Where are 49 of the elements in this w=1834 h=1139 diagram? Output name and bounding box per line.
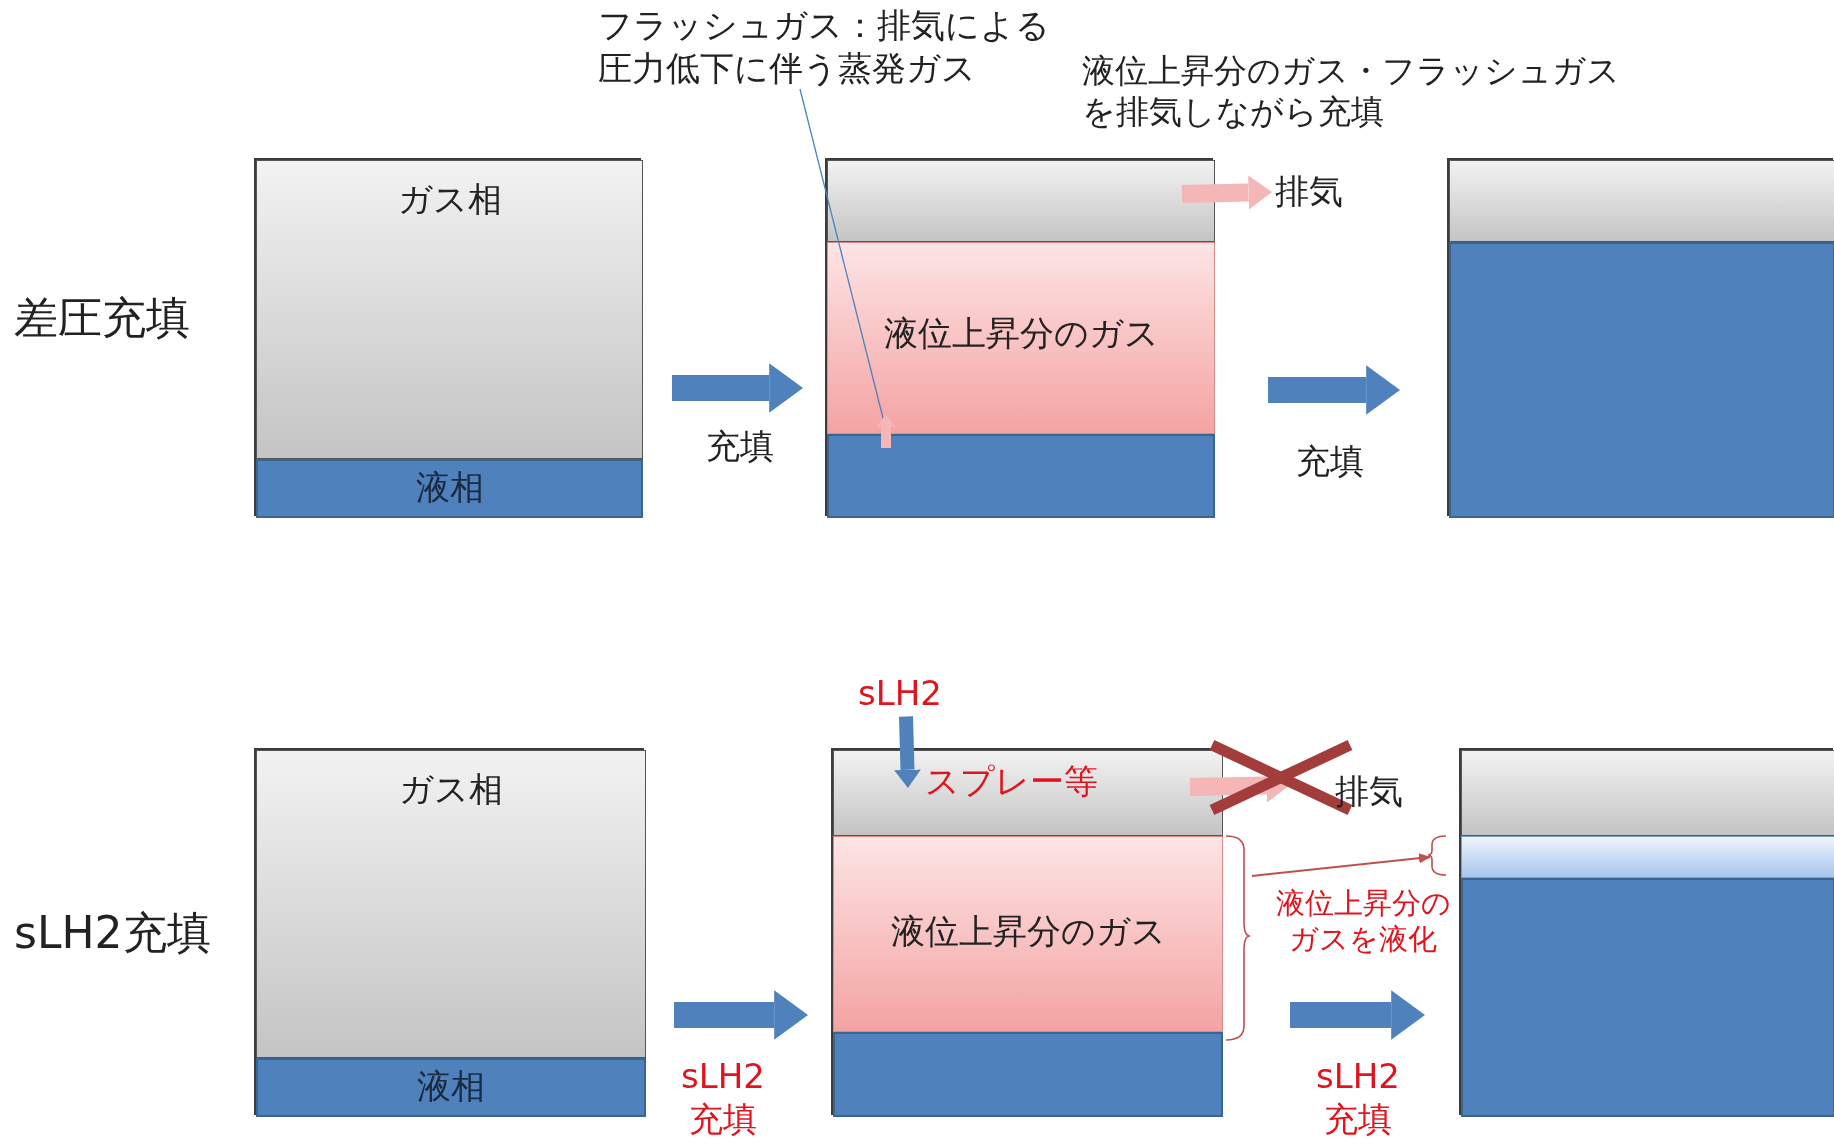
arrow [1251, 853, 1431, 877]
tank-outline [831, 748, 1221, 1115]
layer-label: 液相 [416, 1066, 486, 1107]
gas-layer [833, 750, 1223, 836]
block-arrow [1268, 365, 1400, 415]
block-arrow [672, 363, 803, 413]
block-arrow [674, 990, 808, 1040]
annotation-text: 排気 [1275, 170, 1343, 213]
annotation-text: フラッシュガス：排気による圧力低下に伴う蒸発ガス [598, 4, 1068, 89]
block-arrow [894, 716, 921, 788]
gas-layer [256, 750, 646, 1058]
liquid-layer [833, 1032, 1223, 1117]
gas-layer [256, 160, 643, 459]
leader-line [799, 88, 884, 419]
gas-layer [1449, 160, 1834, 242]
block-arrow [876, 414, 896, 448]
liquefied-layer [1461, 836, 1834, 878]
gas-layer [827, 160, 1215, 242]
gas-layer [1461, 750, 1834, 836]
annotation-text: 液位上昇分のガス・フラッシュガスを排気しながら充填 [1082, 50, 1621, 133]
layer-label: 液相 [414, 467, 485, 508]
tank-outline [1447, 158, 1833, 516]
annotation-text: 排気 [1335, 770, 1403, 813]
edge-label: sLH2 充填 [1315, 1055, 1401, 1139]
edge-label: 充填 [1295, 440, 1365, 483]
tank-outline [254, 158, 641, 516]
tank-outline [254, 748, 644, 1115]
gas-layer [833, 836, 1223, 1032]
layer-label: 液位上昇分のガス [889, 911, 1167, 952]
row-heading: sLH2充填 [14, 906, 211, 960]
edge-label: sLH2 充填 [680, 1055, 766, 1139]
annotation-text: sLH2 [858, 672, 942, 715]
edge-label: 充填 [705, 425, 775, 468]
layer-label: ガス相 [398, 769, 504, 810]
edge-label: 液位上昇分のガスを液化 [1274, 885, 1452, 958]
liquid-layer [256, 1058, 646, 1117]
tank-outline [1459, 748, 1833, 1115]
layer-label: ガス相 [396, 179, 503, 220]
tank-outline [825, 158, 1213, 516]
gas-layer [827, 242, 1215, 434]
liquid-layer [1461, 878, 1834, 1117]
liquid-layer [256, 459, 643, 518]
layer-label: 液位上昇分のガス [882, 313, 1160, 354]
block-arrow [1290, 990, 1425, 1040]
liquid-layer [827, 434, 1215, 518]
liquid-layer [1449, 242, 1834, 518]
block-arrow [1181, 175, 1272, 210]
annotation-text: スプレー等 [925, 760, 1098, 803]
row-heading: 差圧充填 [14, 291, 190, 345]
